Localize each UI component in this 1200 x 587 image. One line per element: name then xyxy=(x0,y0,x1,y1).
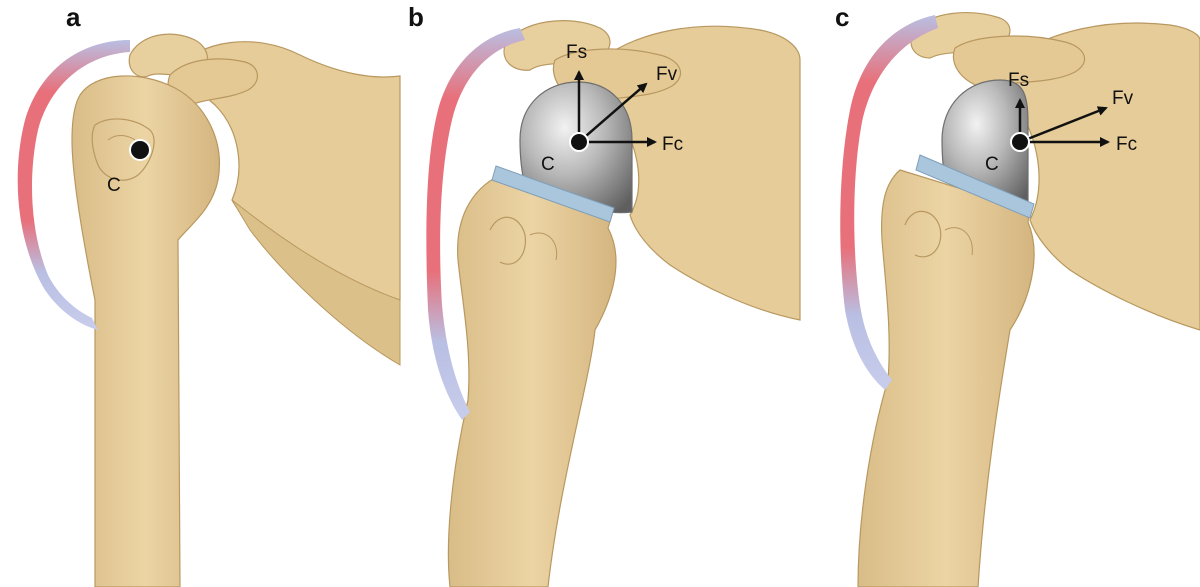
panel-a: C a xyxy=(17,2,401,587)
vector-label-fv-b: Fv xyxy=(656,64,678,85)
force-vectors-c: Fs Fv Fc C xyxy=(985,70,1137,175)
center-marker-a: C xyxy=(107,139,151,196)
center-of-rotation-dot xyxy=(129,139,151,161)
center-of-rotation-dot xyxy=(1010,132,1030,152)
scapula xyxy=(599,25,801,321)
humerus-c xyxy=(857,169,1035,587)
panel-b: Fs Fv Fc C b xyxy=(408,2,801,587)
humerus-b xyxy=(447,174,617,587)
center-label-c: C xyxy=(985,154,999,175)
vector-label-fv-c: Fv xyxy=(1112,88,1134,109)
panel-c: Fs Fv Fc C c xyxy=(835,2,1200,587)
scapula xyxy=(1009,22,1200,331)
vector-fv-b xyxy=(578,82,648,143)
vector-label-fc-c: Fc xyxy=(1116,134,1137,155)
vector-label-fs-c: Fs xyxy=(1008,70,1029,91)
center-label-b: C xyxy=(541,154,555,175)
center-label-a: C xyxy=(107,175,121,196)
force-vectors-b: Fs Fv Fc C xyxy=(541,42,683,175)
liner-b xyxy=(491,165,615,223)
panel-label-b: b xyxy=(408,2,424,32)
panel-label-a: a xyxy=(66,2,81,32)
scapula xyxy=(174,41,401,366)
panel-label-c: c xyxy=(835,2,849,32)
rotator-cuff-c xyxy=(840,15,938,390)
vector-label-fs-b: Fs xyxy=(566,42,587,63)
liner-c xyxy=(915,154,1035,219)
vector-fv-c xyxy=(1019,106,1108,144)
center-of-rotation-dot xyxy=(569,132,589,152)
acromion xyxy=(128,33,258,109)
vector-label-fc-b: Fc xyxy=(662,134,683,155)
